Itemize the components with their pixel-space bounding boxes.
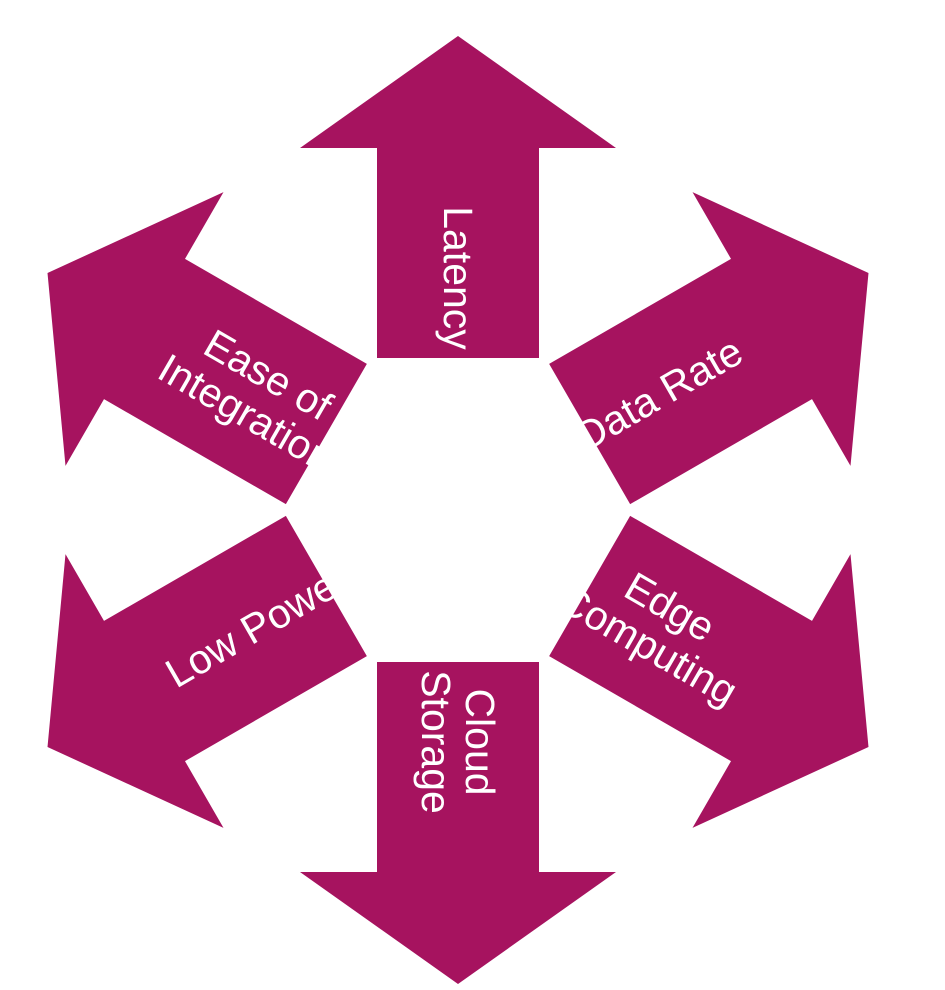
label-latency-line-1: Latency <box>435 206 481 350</box>
arrow-low-power <box>47 515 367 828</box>
arrows-layer <box>47 36 869 984</box>
label-cloud-storage-line-1: Cloud <box>457 688 503 795</box>
label-latency: Latency <box>435 206 481 350</box>
arrow-ease-of-integration <box>47 192 367 505</box>
label-cloud-storage-line-2: Storage <box>413 670 459 814</box>
arrow-cloud-storage <box>300 662 616 984</box>
arrow-edge-computing <box>549 515 869 828</box>
arrow-latency <box>300 36 616 358</box>
arrow-data-rate <box>549 192 869 505</box>
